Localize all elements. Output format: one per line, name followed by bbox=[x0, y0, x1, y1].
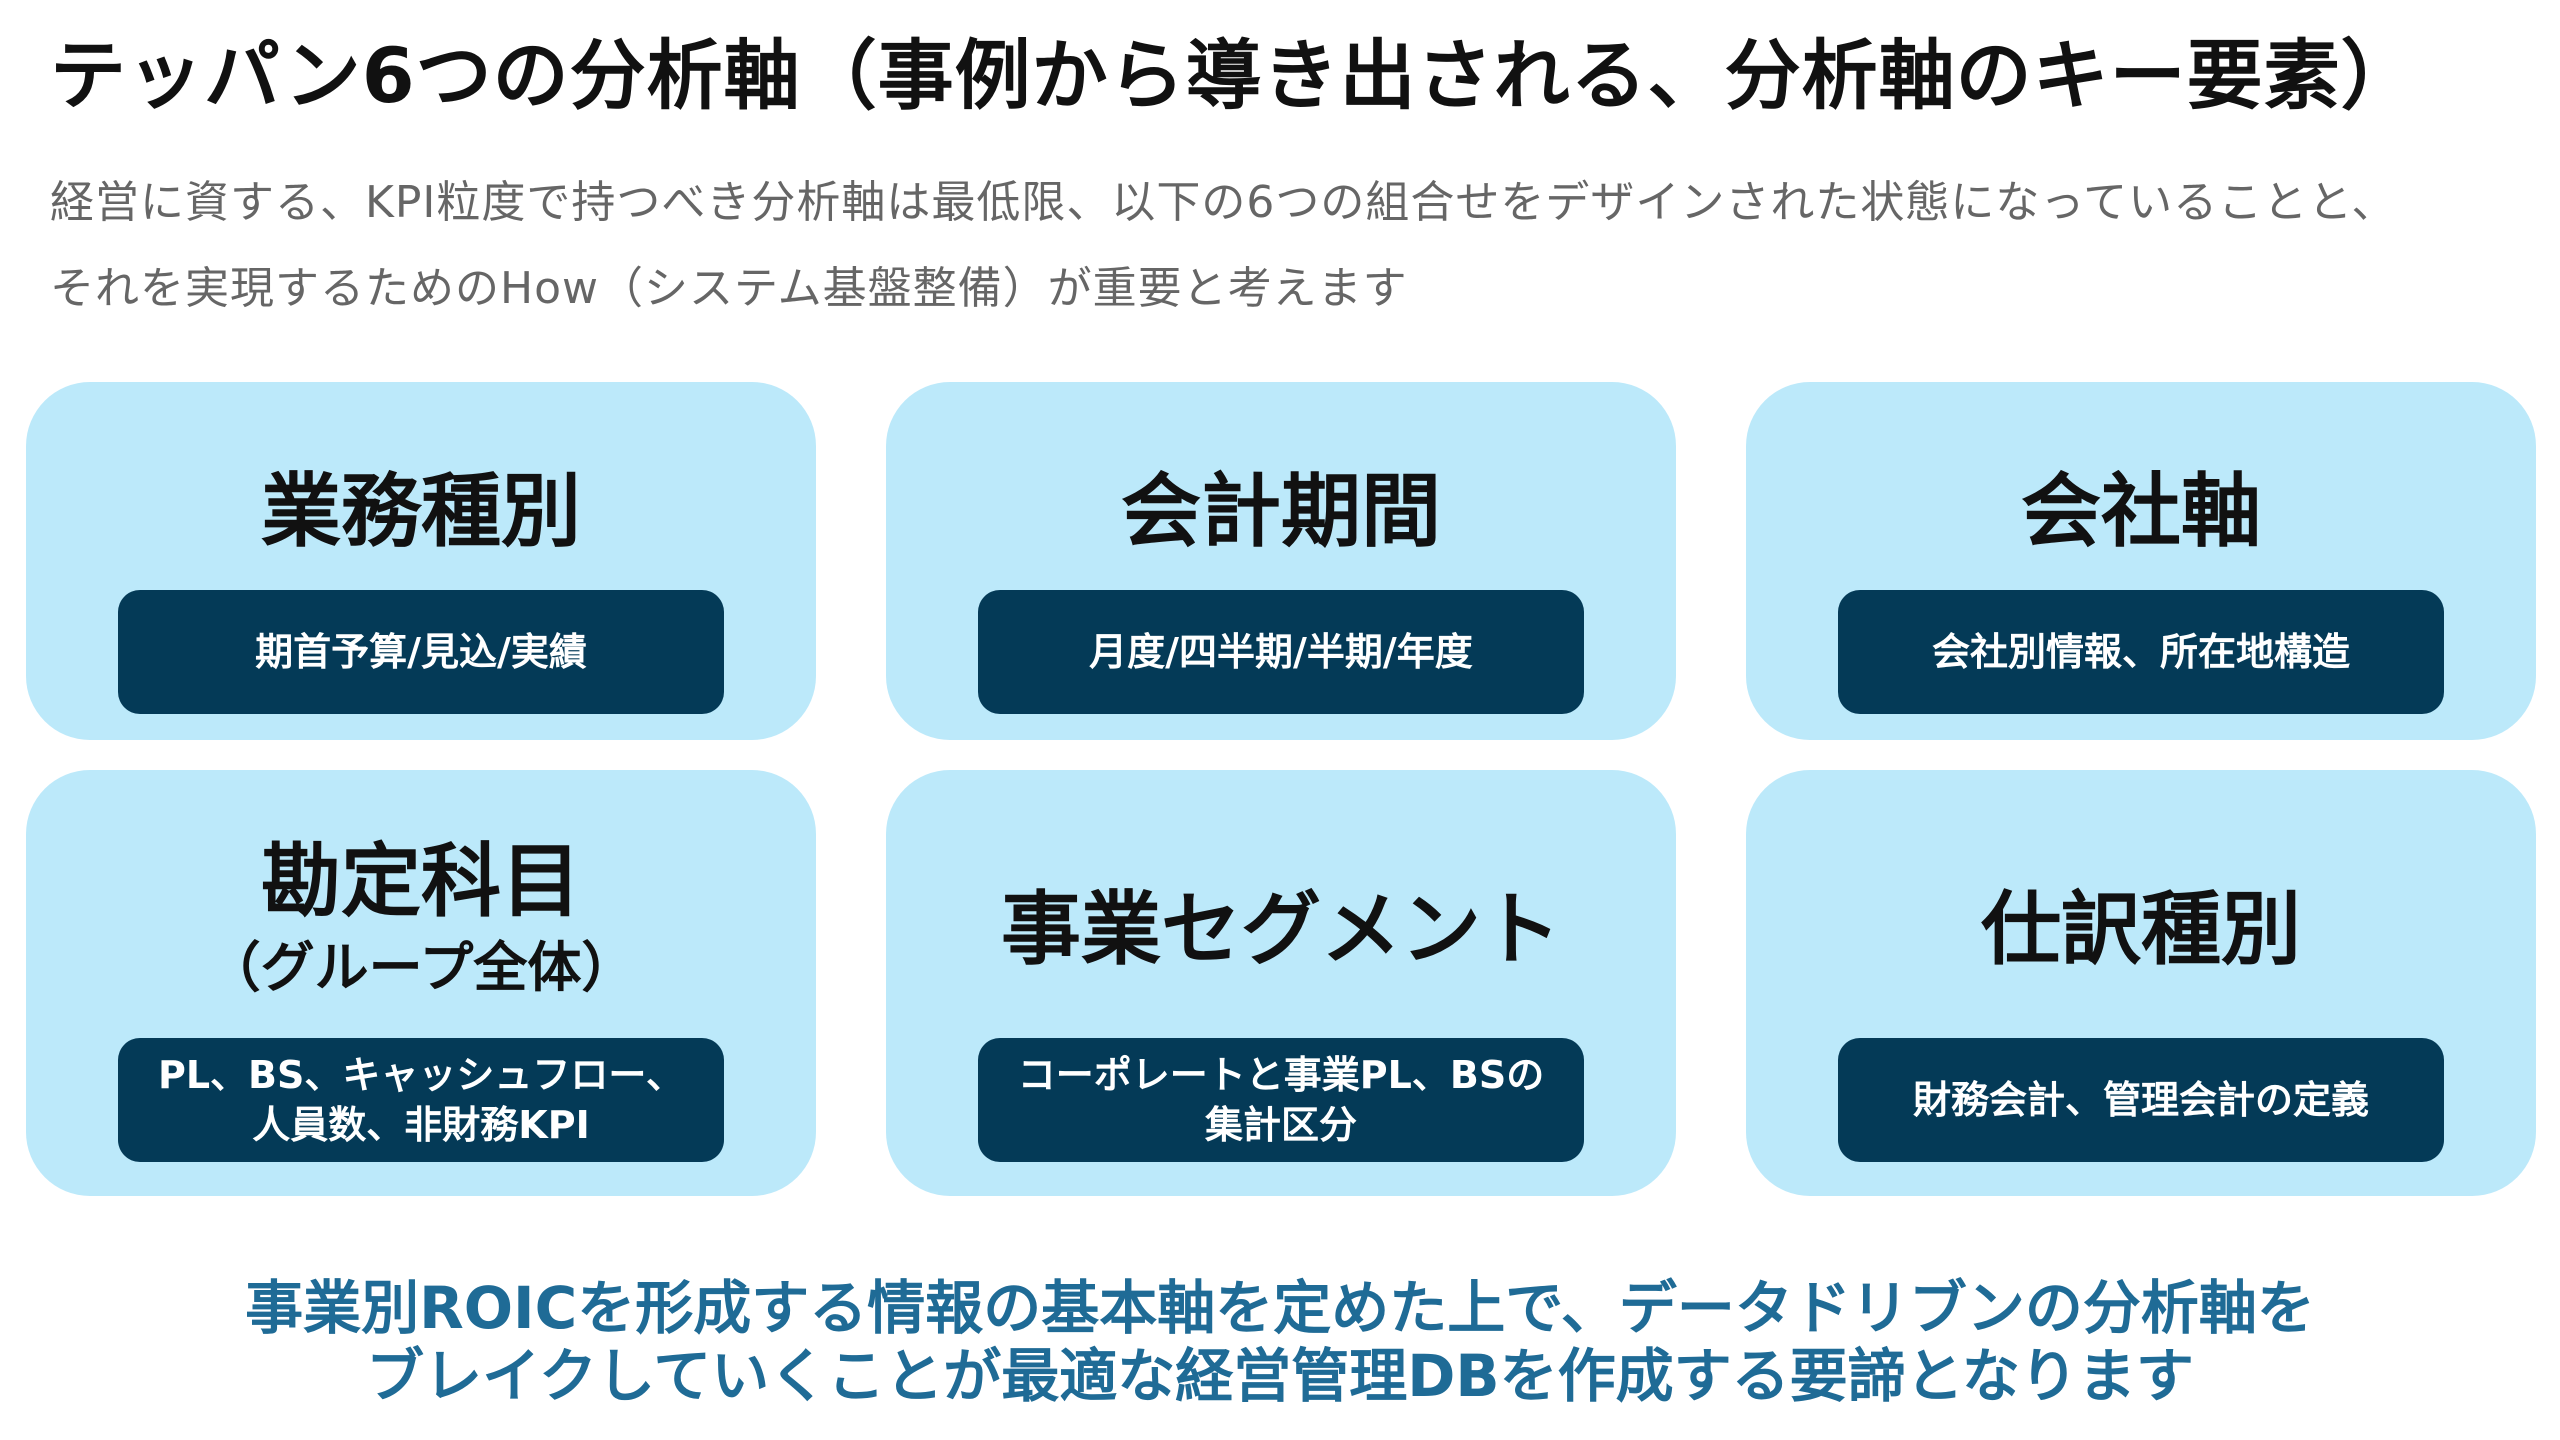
axis-card-account-item: 勘定科目 （グループ全体） PL、BS、キャッシュフロー、 人員数、非財務KPI bbox=[26, 770, 816, 1196]
subtitle-line-1: 経営に資する、KPI粒度で持つべき分析軸は最低限、以下の6つの組合せをデザインさ… bbox=[50, 177, 2397, 228]
subtitle-line-2: それを実現するためのHow（システム基盤整備）が重要と考えます bbox=[50, 263, 1408, 314]
conclusion-statement: 事業別ROICを形成する情報の基本軸を定めた上で、データドリブンの分析軸を ブレ… bbox=[0, 1274, 2560, 1410]
axis-card-heading: 会社軸 bbox=[2021, 465, 2261, 558]
analysis-axes-grid: 業務種別 期首予算/見込/実績 会計期間 月度/四半期/半期/年度 会社軸 会社… bbox=[26, 382, 2536, 1196]
page-subtitle: 経営に資する、KPI粒度で持つべき分析軸は最低限、以下の6つの組合せをデザインさ… bbox=[50, 160, 2520, 332]
axis-card-heading-sub: （グループ全体） bbox=[206, 936, 636, 999]
axis-card-accounting-period: 会計期間 月度/四半期/半期/年度 bbox=[886, 382, 1676, 740]
axis-card-business-segment: 事業セグメント コーポレートと事業PL、BSの 集計区分 bbox=[886, 770, 1676, 1196]
axis-card-heading: 会計期間 bbox=[1121, 465, 1441, 558]
conclusion-line-1: 事業別ROICを形成する情報の基本軸を定めた上で、データドリブンの分析軸を bbox=[245, 1274, 2315, 1342]
axis-card-journal-type: 仕訳種別 財務会計、管理会計の定義 bbox=[1746, 770, 2536, 1196]
axis-card-tag: 月度/四半期/半期/年度 bbox=[978, 590, 1584, 714]
axis-card-heading: 仕訳種別 bbox=[1981, 883, 2301, 976]
axis-card-tag: PL、BS、キャッシュフロー、 人員数、非財務KPI bbox=[118, 1038, 724, 1162]
axis-card-company: 会社軸 会社別情報、所在地構造 bbox=[1746, 382, 2536, 740]
axis-card-heading: 事業セグメント bbox=[1001, 883, 1561, 976]
axis-card-business-type: 業務種別 期首予算/見込/実績 bbox=[26, 382, 816, 740]
axis-card-tag: 会社別情報、所在地構造 bbox=[1838, 590, 2444, 714]
axis-card-tag: 財務会計、管理会計の定義 bbox=[1838, 1038, 2444, 1162]
axis-card-heading: 勘定科目 bbox=[261, 835, 581, 928]
axis-card-tag: 期首予算/見込/実績 bbox=[118, 590, 724, 714]
page-title: テッパン6つの分析軸（事例から導き出される、分析軸のキー要素） bbox=[50, 31, 2418, 120]
conclusion-line-2: ブレイクしていくことが最適な経営管理DBを作成する要諦となります bbox=[366, 1342, 2194, 1410]
axis-card-heading: 業務種別 bbox=[261, 465, 581, 558]
axis-card-tag: コーポレートと事業PL、BSの 集計区分 bbox=[978, 1038, 1584, 1162]
